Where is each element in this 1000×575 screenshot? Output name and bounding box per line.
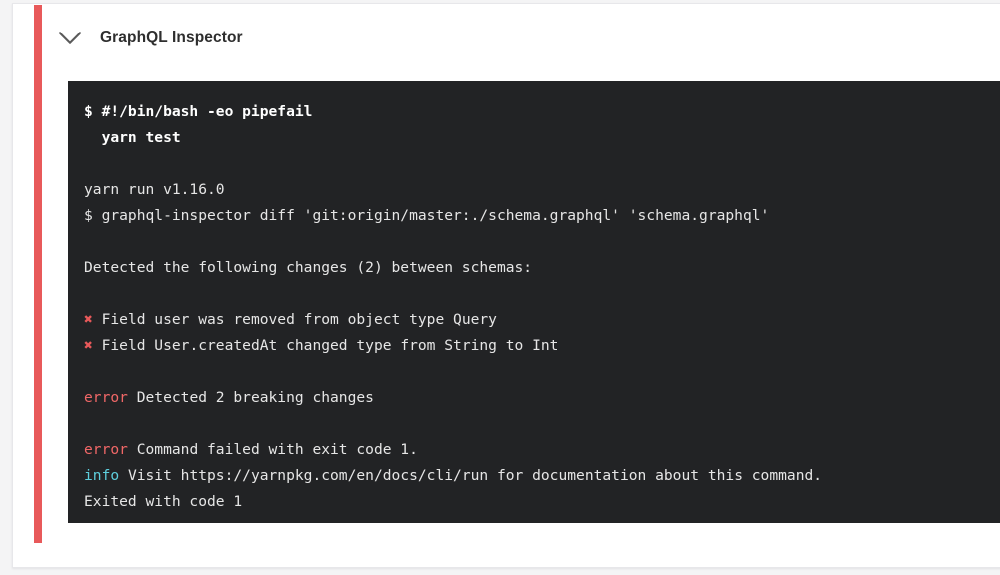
job-card: GraphQL Inspector $ #!/bin/bash -eo pipe… (12, 3, 1000, 568)
terminal-line-text: Field User.createdAt changed type from S… (92, 337, 559, 354)
terminal-line-text: Command failed with exit code 1. (127, 441, 418, 458)
terminal-line-text: Detected 2 breaking changes (127, 389, 374, 406)
terminal-change-line: ✖ Field User.createdAt changed type from… (84, 333, 993, 359)
terminal-output-line: Exited with code 1 (84, 493, 243, 510)
terminal-error-line: error Detected 2 breaking changes (84, 385, 993, 411)
chevron-down-icon[interactable] (58, 27, 88, 49)
terminal-output-line: $ graphql-inspector diff 'git:origin/mas… (84, 207, 770, 224)
terminal-error-line: error Command failed with exit code 1. (84, 437, 993, 463)
terminal-command-line: yarn test (84, 129, 181, 146)
terminal-error-label: error (84, 389, 128, 406)
terminal-blank-line (84, 281, 993, 307)
terminal-output-line: yarn run v1.16.0 (84, 181, 225, 198)
terminal-blank-line (84, 359, 993, 385)
cross-mark-icon: ✖ (84, 311, 93, 328)
terminal-blank-line (84, 229, 993, 255)
job-header[interactable]: GraphQL Inspector (58, 22, 243, 54)
cross-mark-icon: ✖ (84, 337, 93, 354)
terminal-info-label: info (84, 467, 120, 484)
terminal-line-text: Field user was removed from object type … (92, 311, 497, 328)
terminal-command-line: $ #!/bin/bash -eo pipefail (84, 103, 313, 120)
terminal-lines: $ #!/bin/bash -eo pipefail yarn test yar… (84, 99, 993, 515)
job-title: GraphQL Inspector (100, 29, 243, 46)
terminal-info-line: info Visit https://yarnpkg.com/en/docs/c… (84, 463, 993, 489)
job-status-rail (34, 5, 42, 543)
terminal-line-text: Visit https://yarnpkg.com/en/docs/cli/ru… (119, 467, 823, 484)
terminal-blank-line (84, 411, 993, 437)
terminal-blank-line (84, 151, 993, 177)
terminal-output-line: Detected the following changes (2) betwe… (84, 259, 533, 276)
terminal-change-line: ✖ Field user was removed from object typ… (84, 307, 993, 333)
terminal-log[interactable]: $ #!/bin/bash -eo pipefail yarn test yar… (68, 81, 1000, 523)
terminal-error-label: error (84, 441, 128, 458)
